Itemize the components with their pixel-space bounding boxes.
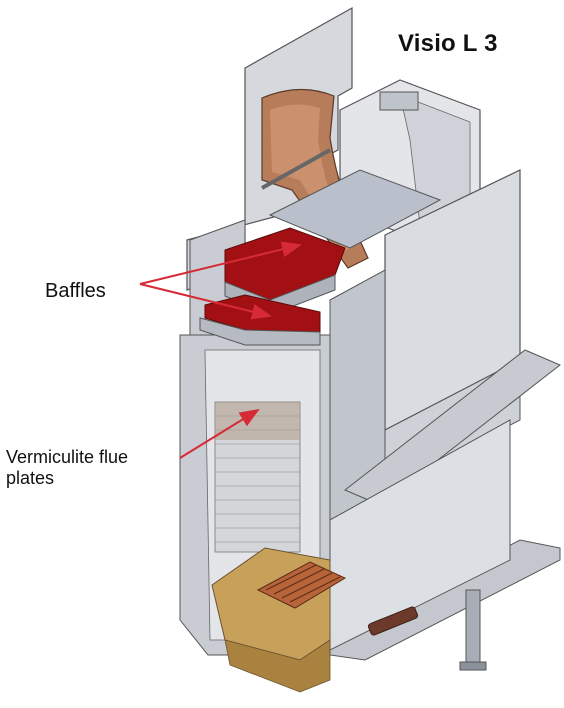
vermiculite-hearth-shade [224,639,331,693]
pipe-rod [261,148,331,190]
baffles-label: Baffles [45,280,106,302]
baffles-arrow-upper [139,241,302,285]
top-bracket [379,91,419,111]
handle [367,606,419,636]
foot-right [459,661,487,671]
baffle-lower-frame [199,317,321,346]
baffles-arrow-lower [139,283,272,320]
diagram-title: Visio L 3 [398,30,498,57]
vermiculite-arrow [179,408,260,459]
vermiculite-label: Vermiculite flue plates [6,447,128,489]
vermiculite-label-line1: Vermiculite flue [6,447,129,467]
vermiculite-label-line2: plates [6,468,55,488]
leg-right [465,589,481,666]
vermiculite-plates [214,401,301,553]
grate [256,561,347,609]
top-plate [268,169,442,249]
